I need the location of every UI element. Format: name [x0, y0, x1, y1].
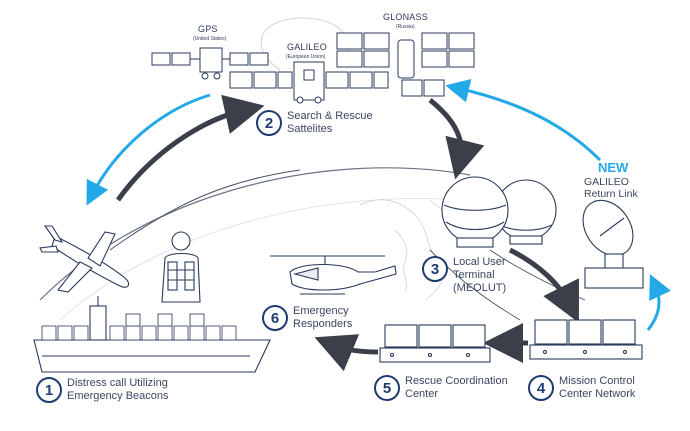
- glonass-owner-label: (Russia): [396, 24, 415, 30]
- step-4: 4 Mission Control Center Network: [528, 375, 635, 401]
- step-6: 6 Emergency Responders: [262, 305, 352, 331]
- step-label: Emergency Responders: [293, 305, 353, 330]
- airplane-icon: [39, 225, 130, 293]
- step-2: 2 Search & Rescue Sattelites: [256, 110, 373, 136]
- step-number: 4: [528, 375, 554, 401]
- step-label: Mission Control Center Network: [559, 375, 636, 400]
- person-life-vest-icon: [161, 231, 201, 303]
- galileo-satellite: [229, 61, 389, 104]
- gps-owner-label: (United States): [193, 36, 227, 42]
- mcc-console-icon: [529, 319, 643, 360]
- cargo-ship-icon: [33, 296, 271, 373]
- arrow-rcc-to-responders: [314, 334, 379, 372]
- glonass-label: GLONASS: [383, 12, 428, 22]
- galileo-owner-label: (European Union): [286, 54, 326, 60]
- arrow-meolut-to-mcc: [508, 247, 579, 323]
- helicopter-icon: [270, 255, 397, 295]
- arrow-return-link-blue: [445, 78, 602, 162]
- arrow-mcc-to-return-link-blue: [646, 274, 671, 331]
- return-link-label: GALILEO Return Link: [584, 176, 638, 200]
- step-label: Rescue Coordination Center: [405, 375, 508, 400]
- new-badge: NEW: [598, 160, 629, 175]
- step-5: 5 Rescue Coordination Center: [374, 375, 508, 401]
- step-3: 3 Local User Terminal (MEOLUT): [422, 256, 506, 295]
- arrow-beacon-to-satellite: [115, 94, 265, 202]
- step-number: 1: [36, 377, 62, 403]
- step-number: 2: [256, 110, 282, 136]
- step-label: Search & Rescue Sattelites: [287, 110, 373, 135]
- step-1: 1 Distress call Utilizing Emergency Beac…: [36, 377, 169, 403]
- arrow-satellite-to-beacon-blue: [86, 93, 211, 206]
- arrow-satellite-to-meolut: [428, 98, 485, 180]
- galileo-label: GALILEO: [287, 42, 327, 52]
- step-number: 6: [262, 305, 288, 331]
- step-number: 3: [422, 256, 448, 282]
- gps-label: GPS: [198, 24, 218, 34]
- step-label: Local User Terminal (MEOLUT): [453, 256, 507, 294]
- step-number: 5: [374, 375, 400, 401]
- return-link-antenna-icon: [582, 199, 644, 289]
- rcc-console-icon: [379, 324, 491, 363]
- meolut-domes-icon: [441, 176, 557, 248]
- gps-satellite: [151, 47, 269, 80]
- step-label: Distress call Utilizing Emergency Beacon…: [67, 377, 169, 402]
- glonass-satellite: [336, 32, 475, 97]
